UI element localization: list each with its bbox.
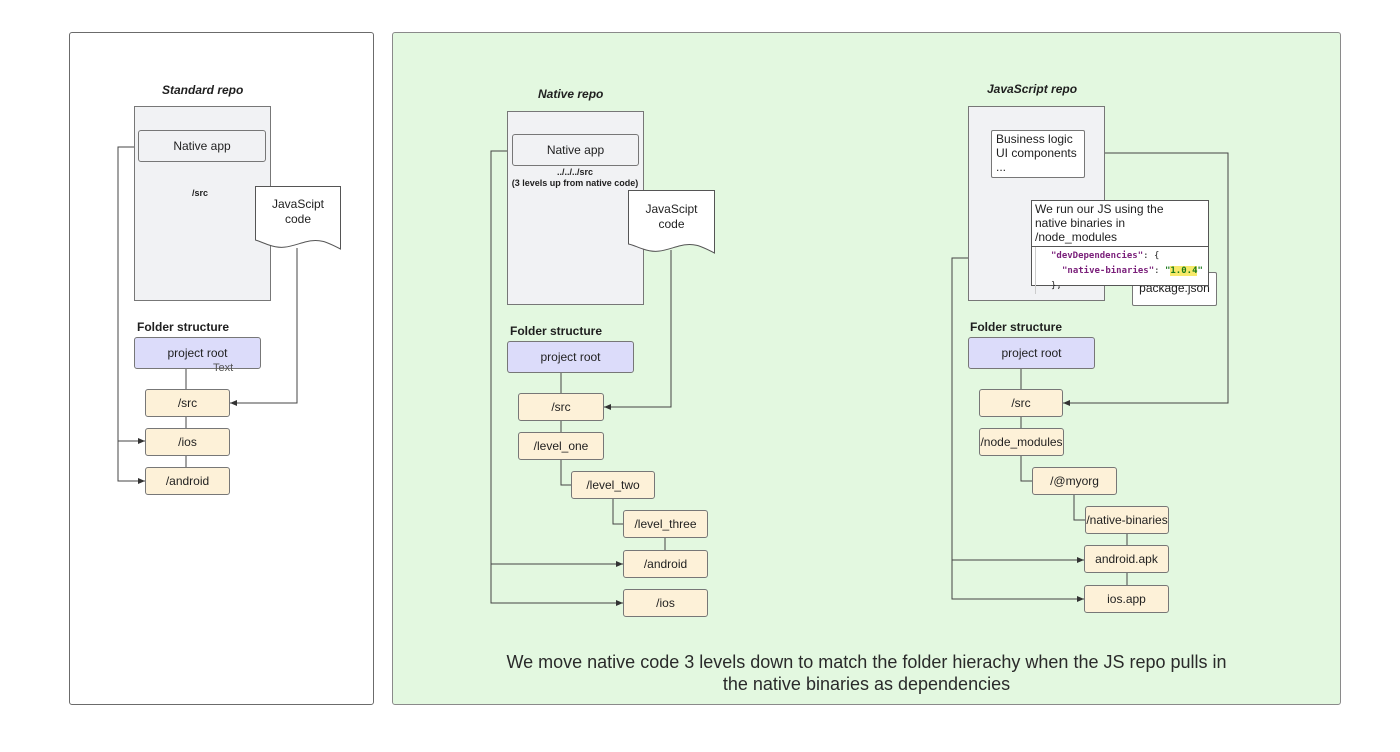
code-quote-open: " — [1164, 266, 1171, 276]
js-folder-heading: Folder structure — [970, 320, 1063, 334]
standard-js-document-shape — [255, 186, 341, 250]
js-folder-myorg: /@myorg — [1032, 467, 1117, 495]
js-business-to-src-arrow — [1063, 152, 1229, 406]
native-path-label: ../../../src (3 levels up from native co… — [508, 167, 642, 189]
js-note-title: We run our JS using the native binaries … — [1032, 201, 1208, 247]
native-folder-ios: /ios — [623, 589, 708, 617]
native-repo-title: Native repo — [538, 87, 604, 101]
native-folder-level-one: /level_one — [518, 432, 604, 460]
code-version-value: 1.0.4 — [1170, 266, 1198, 276]
native-folder-heading: Folder structure — [510, 324, 603, 338]
native-path-note: (3 levels up from native code) — [511, 178, 639, 188]
native-app-to-ios-arrow — [490, 564, 623, 606]
standard-folder-src: /src — [145, 389, 230, 417]
code-colon: : — [1154, 266, 1165, 276]
native-js-to-src-arrow — [604, 250, 672, 410]
standard-repo-title: Standard repo — [162, 83, 244, 97]
code-native-binaries-key: "native-binaries" — [1062, 266, 1155, 276]
package-json-snippet: "devDependencies": { "native-binaries": … — [1035, 247, 1208, 294]
native-folder-android: /android — [623, 550, 708, 578]
native-folder-level-three: /level_three — [623, 510, 708, 538]
standard-js-code-label: JavaScipt code — [271, 197, 325, 226]
standard-native-to-ios-arrow — [117, 146, 145, 444]
native-js-code-label: JavaScipt code — [645, 202, 698, 231]
native-app-to-android-arrow — [490, 150, 623, 567]
js-file-android-apk: android.apk — [1084, 545, 1169, 573]
code-closing-brace: }, — [1051, 281, 1062, 291]
standard-folder-ios: /ios — [145, 428, 230, 456]
js-note-callout: We run our JS using the native binaries … — [1031, 200, 1209, 294]
js-tree-line-3 — [1020, 456, 1032, 482]
code-dev-deps-key: "devDependencies" — [1051, 251, 1144, 261]
standard-stray-text: Text — [213, 362, 234, 374]
native-folder-level-two: /level_two — [571, 471, 655, 499]
js-folder-native-binaries: /native-binaries — [1085, 506, 1169, 534]
native-js-document-shape — [628, 190, 715, 254]
diagram-caption: We move native code 3 levels down to mat… — [506, 652, 1227, 694]
native-tree-line-4 — [612, 499, 623, 525]
native-folder-src: /src — [518, 393, 604, 421]
standard-project-root-box: project root — [134, 337, 261, 369]
code-quote-close: " — [1197, 266, 1203, 276]
standard-native-app-box: Native app — [138, 130, 266, 162]
standard-native-to-android-arrow — [117, 441, 145, 484]
js-folder-src: /src — [979, 389, 1063, 417]
js-folder-node-modules: /node_modules — [979, 428, 1064, 456]
native-app-box: Native app — [512, 134, 639, 166]
js-file-ios-app: ios.app — [1084, 585, 1169, 613]
standard-folder-android: /android — [145, 467, 230, 495]
standard-js-to-src-arrow — [230, 248, 298, 406]
js-business-logic-box: Business logic UI components ... — [991, 130, 1085, 178]
js-project-root-box: project root — [968, 337, 1095, 369]
native-tree-line-3 — [560, 460, 571, 486]
js-tree-line-4 — [1073, 495, 1085, 521]
js-package-to-app-arrow — [951, 560, 1084, 602]
code-dev-deps-brace: : { — [1143, 251, 1160, 261]
standard-folder-heading: Folder structure — [137, 320, 230, 334]
standard-src-label: /src — [192, 188, 209, 198]
native-project-root-box: project root — [507, 341, 634, 373]
js-repo-title: JavaScript repo — [987, 82, 1078, 96]
native-path-text: ../../../src — [556, 167, 594, 177]
